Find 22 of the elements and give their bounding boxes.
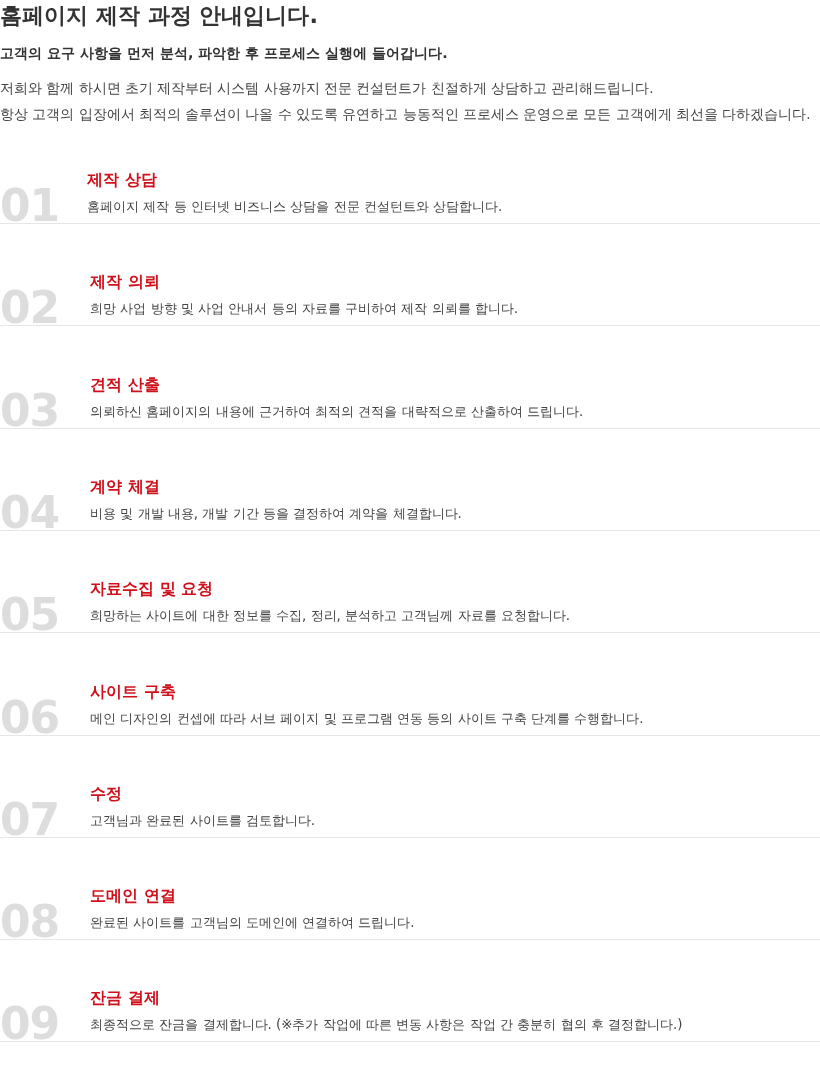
step-title: 계약 체결 xyxy=(90,477,160,497)
step-description: 최종적으로 잔금을 결제합니다. (※추가 작업에 따른 변동 사항은 작업 간 충분히 협의 후 결정합니다.) xyxy=(90,1016,683,1034)
page-title: 홈페이지 제작 과정 안내입니다. xyxy=(0,1,318,29)
step-title: 도메인 연결 xyxy=(90,886,176,906)
step-description: 고객님과 완료된 사이트를 검토합니다. xyxy=(90,812,316,830)
step-title: 수정 xyxy=(90,784,122,804)
step-description: 완료된 사이트를 고객님의 도메인에 연결하여 드립니다. xyxy=(90,914,415,932)
subtitle: 고객의 요구 사항을 먼저 분석, 파악한 후 프로세스 실행에 들어갑니다. xyxy=(0,44,448,63)
step-title: 견적 산출 xyxy=(90,375,160,395)
intro-text: 저희와 함께 하시면 초기 제작부터 시스템 사용까지 전문 컨설턴트가 친절하게 상담하고 관리해드립니다. xyxy=(0,79,654,98)
step-description: 메인 디자인의 컨셉에 따라 서브 페이지 및 프로그램 연동 등의 사이트 구축 단계를 수행합니다. xyxy=(90,710,644,728)
step-description: 비용 및 개발 내용, 개발 기간 등을 결정하여 계약을 체결합니다. xyxy=(90,505,462,523)
step-title: 자료수집 및 요청 xyxy=(90,579,214,599)
step-description: 희망 사업 방향 및 사업 안내서 등의 자료를 구비하여 제작 의뢰를 합니다. xyxy=(90,300,519,318)
step-title: 제작 의뢰 xyxy=(90,272,160,292)
step-description: 희망하는 사이트에 대한 정보를 수집, 정리, 분석하고 고객님께 자료를 요청합니다. xyxy=(90,607,571,625)
step-description: 홈페이지 제작 등 인터넷 비즈니스 상담을 전문 컨설턴트와 상담합니다. xyxy=(87,198,503,216)
step-title: 사이트 구축 xyxy=(90,682,176,702)
step-title: 제작 상담 xyxy=(87,170,157,190)
step-description: 의뢰하신 홈페이지의 내용에 근거하여 최적의 견적을 대략적으로 산출하여 드립니다. xyxy=(90,403,584,421)
intro-text: 항상 고객의 입장에서 최적의 솔루션이 나올 수 있도록 유연하고 능동적인 프로세스 운영으로 모든 고객에게 최선을 다하겠습니다. xyxy=(0,105,811,124)
step-title: 잔금 결제 xyxy=(90,988,160,1008)
